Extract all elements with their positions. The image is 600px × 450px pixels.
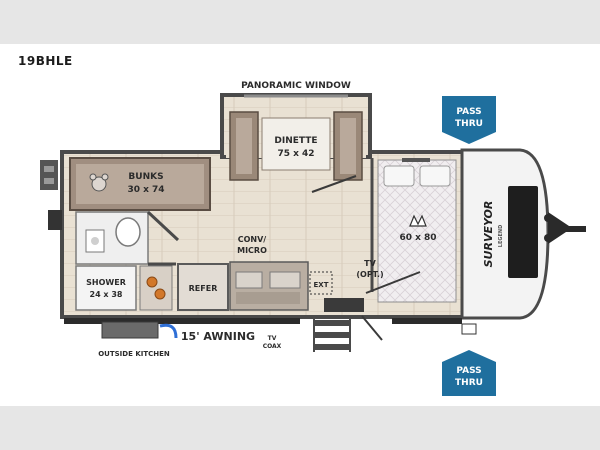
extinguisher-box [309,271,333,295]
tv-label: TV [364,259,376,268]
front-storage-marker [461,323,477,335]
conv-micro-label-1: CONV/ [238,235,267,244]
awning-rail [64,318,300,324]
front-cap [460,148,586,320]
pass-thru-badge-top [442,96,496,144]
awning-label: 15' AWNING [181,330,255,343]
kitchen-counter [229,261,309,311]
refer-label: REFER [189,284,218,293]
conv-micro-label-2: MICRO [237,246,267,255]
bathroom [75,210,180,266]
bunks-label: BUNKS [128,172,163,182]
awning-rail-front [392,318,462,324]
pass-thru-top-2: THRU [455,119,483,129]
entry-door [313,298,383,352]
pass-thru-bottom-2: THRU [455,378,483,388]
dinette-label: DINETTE [274,136,317,146]
pass-thru-bottom-1: PASS [456,366,481,376]
top-band [0,0,600,44]
tv-coax-label-2: COAX [263,343,282,350]
shower-label: SHOWER [86,278,126,287]
brand-logo-sub: LEGEND [498,225,504,247]
pass-thru-top-1: PASS [456,107,481,117]
shower-size: 24 x 38 [90,290,123,299]
bedroom [365,158,457,303]
model-name: 19BHLE [18,54,73,68]
ext-label: EXT [314,281,329,289]
bunks-size: 30 x 74 [127,185,164,195]
outside-kitchen-label: OUTSIDE KITCHEN [98,350,170,358]
rear-bumper [40,160,62,230]
brand-logo: SURVEYOR [482,201,495,268]
shower [75,265,137,311]
tv-opt-label: (OPT.) [356,270,383,279]
bottom-band [0,406,600,450]
storage-cabinet [139,265,173,311]
bed-size: 60 x 80 [399,233,436,243]
pass-thru-badge-bottom [442,350,496,396]
outside-kitchen [101,321,178,339]
panoramic-window-label: PANORAMIC WINDOW [241,81,351,91]
bunks [69,157,211,211]
tv-coax-label-1: TV [268,335,277,342]
dinette-size: 75 x 42 [277,149,314,159]
refrigerator [177,263,229,311]
dinette [229,111,363,193]
